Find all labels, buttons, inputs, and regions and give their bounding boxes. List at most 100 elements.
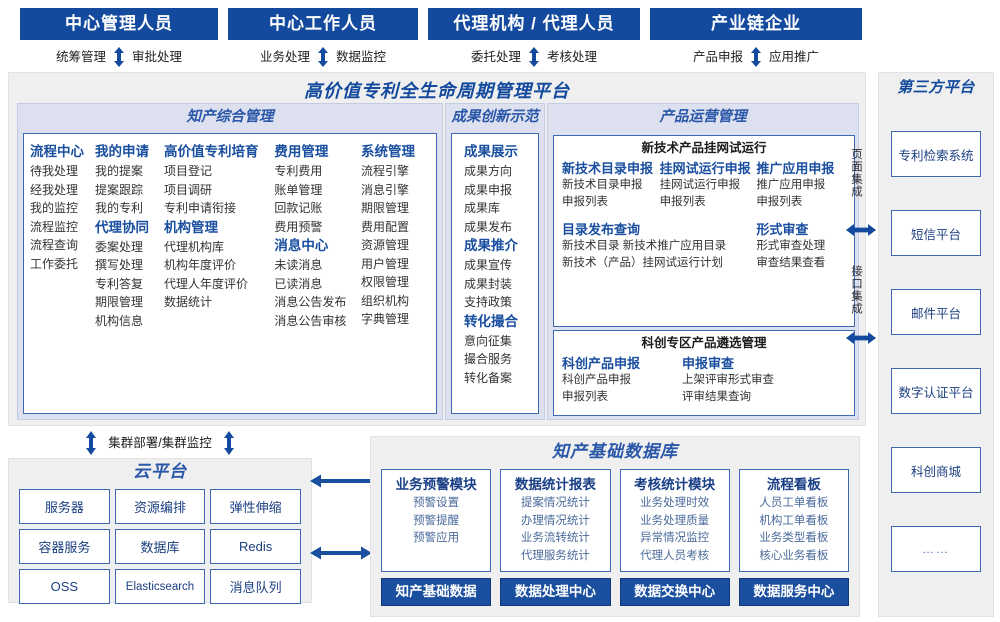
list-item[interactable]: 工作委托	[30, 256, 79, 271]
list-item[interactable]: 消息公告发布	[274, 295, 347, 309]
role-title-2[interactable]: 代理机构 / 代理人员	[428, 8, 640, 40]
card-header[interactable]: 数据统计报表	[514, 477, 596, 492]
list-item[interactable]: 审查结果查看	[756, 257, 826, 269]
list-item[interactable]: 新技术（产品）挂网试运行计划	[562, 257, 723, 269]
list-item[interactable]: 成果申报	[464, 182, 513, 197]
group-header[interactable]: 我的申请	[95, 144, 150, 159]
group-header[interactable]: 转化撮合	[464, 313, 518, 329]
list-item[interactable]: 业务流转统计	[520, 532, 590, 544]
group-header[interactable]: 科创产品申报	[562, 356, 641, 371]
list-item[interactable]: 核心业务看板	[759, 549, 829, 562]
third-party-item-more[interactable]: ……	[891, 526, 981, 572]
list-item[interactable]: 转化备案	[464, 370, 513, 385]
list-item[interactable]: 流程监控	[30, 219, 79, 234]
cloud-cell-server[interactable]: 服务器	[19, 489, 110, 524]
cloud-cell-redis[interactable]: Redis	[210, 529, 301, 564]
list-item[interactable]: 撮合服务	[464, 352, 513, 366]
list-item[interactable]: 代理人年度评价	[164, 276, 249, 291]
list-item[interactable]: 费用配置	[361, 219, 410, 234]
list-item[interactable]: 申报列表	[562, 196, 608, 208]
cloud-cell-elasticsearch[interactable]: Elasticsearch	[114, 569, 206, 604]
list-item[interactable]: 我的监控	[30, 201, 79, 215]
list-item[interactable]: 组织机构	[361, 293, 410, 308]
list-item[interactable]: 推广应用申报	[756, 179, 826, 191]
list-item[interactable]: 数据统计	[164, 295, 213, 309]
kdb-chip-processing-center[interactable]: 数据处理中心	[500, 578, 611, 606]
list-item[interactable]: 机构年度评价	[164, 258, 237, 272]
group-header[interactable]: 费用管理	[274, 144, 329, 159]
third-party-item-digital-cert[interactable]: 数字认证平台	[891, 368, 981, 414]
list-item[interactable]: 委案处理	[95, 239, 144, 254]
list-item[interactable]: 上架评审形式审查	[682, 374, 774, 386]
list-item[interactable]: 意向征集	[464, 333, 513, 348]
list-item[interactable]: 权限管理	[361, 275, 410, 289]
list-item[interactable]: 申报列表	[562, 391, 608, 403]
list-item[interactable]: 消息公告审核	[274, 313, 347, 328]
group-header[interactable]: 高价值专利培育	[164, 144, 259, 159]
list-item[interactable]: 支持政策	[464, 295, 513, 309]
list-item[interactable]: 业务处理时效	[640, 497, 710, 509]
list-item[interactable]: 新技术目录 新技术推广应用目录	[562, 240, 727, 252]
list-item[interactable]: 期限管理	[95, 295, 144, 309]
cloud-cell-elastic-scaling[interactable]: 弹性伸缩	[210, 489, 301, 524]
group-header[interactable]: 流程中心	[30, 144, 84, 159]
list-item[interactable]: 期限管理	[361, 201, 410, 215]
list-item[interactable]: 机构信息	[95, 313, 144, 328]
list-item[interactable]: 流程查询	[30, 238, 79, 252]
list-item[interactable]: 成果封装	[464, 276, 513, 291]
cloud-cell-resource-orchestration[interactable]: 资源编排	[114, 489, 206, 524]
list-item[interactable]: 申报列表	[659, 196, 706, 208]
card-header[interactable]: 业务预警模块	[395, 477, 477, 492]
list-item[interactable]: 我的提案	[95, 164, 144, 178]
group-header[interactable]: 申报审查	[682, 356, 735, 371]
group-header[interactable]: 成果展示	[464, 144, 518, 159]
list-item[interactable]: 撰写处理	[95, 258, 144, 272]
list-item[interactable]: 专利费用	[274, 164, 323, 178]
list-item[interactable]: 代理服务统计	[520, 549, 590, 562]
group-header[interactable]: 目录发布查询	[562, 222, 641, 237]
list-item[interactable]: 提案情况统计	[520, 497, 590, 509]
group-header[interactable]: 消息中心	[274, 238, 329, 253]
list-item[interactable]: 流程引擎	[361, 164, 410, 178]
list-item[interactable]: 未读消息	[274, 258, 323, 272]
list-item[interactable]: 代理人员考核	[640, 549, 710, 562]
list-item[interactable]: 已读消息	[274, 276, 323, 291]
list-item[interactable]: 预警设置	[413, 497, 460, 509]
cloud-cell-oss[interactable]: OSS	[19, 569, 110, 604]
list-item[interactable]: 预警应用	[413, 532, 460, 544]
list-item[interactable]: 申报列表	[756, 196, 803, 208]
group-header[interactable]: 系统管理	[361, 144, 416, 159]
third-party-item-sci-mall[interactable]: 科创商城	[891, 447, 981, 493]
list-item[interactable]: 用户管理	[361, 256, 410, 271]
group-header[interactable]: 机构管理	[164, 219, 218, 235]
list-item[interactable]: 待我处理	[30, 164, 79, 178]
list-item[interactable]: 费用预警	[274, 219, 323, 234]
list-item[interactable]: 评审结果查询	[682, 391, 751, 403]
list-item[interactable]: 人员工单看板	[759, 497, 829, 509]
card-header[interactable]: 考核统计模块	[634, 477, 716, 492]
cloud-cell-message-queue[interactable]: 消息队列	[210, 569, 301, 604]
kdb-chip-base-data[interactable]: 知产基础数据	[381, 578, 492, 606]
group-header[interactable]: 代理协同	[95, 219, 150, 235]
list-item[interactable]: 消息引擎	[361, 182, 410, 197]
kdb-chip-exchange-center[interactable]: 数据交换中心	[619, 578, 730, 606]
list-item[interactable]: 专利答复	[95, 276, 144, 291]
group-header[interactable]: 挂网试运行申报	[659, 161, 751, 176]
list-item[interactable]: 业务类型看板	[759, 532, 829, 544]
list-item[interactable]: 提案跟踪	[95, 182, 144, 197]
list-item[interactable]: 项目登记	[164, 164, 213, 178]
third-party-item-sms[interactable]: 短信平台	[891, 210, 981, 256]
list-item[interactable]: 专利申请衔接	[164, 201, 237, 215]
list-item[interactable]: 预警提醒	[413, 514, 460, 527]
list-item[interactable]: 成果发布	[464, 219, 513, 234]
list-item[interactable]: 办理情况统计	[520, 514, 590, 527]
role-title-0[interactable]: 中心管理人员	[20, 8, 218, 40]
list-item[interactable]: 字典管理	[361, 312, 410, 326]
group-header[interactable]: 推广应用申报	[756, 161, 835, 176]
third-party-item-email[interactable]: 邮件平台	[891, 289, 981, 335]
list-item[interactable]: 代理机构库	[164, 239, 225, 254]
group-header[interactable]: 形式审查	[756, 222, 809, 237]
list-item[interactable]: 科创产品申报	[562, 374, 631, 386]
list-item[interactable]: 成果库	[464, 201, 501, 215]
kdb-chip-service-center[interactable]: 数据服务中心	[738, 578, 849, 606]
